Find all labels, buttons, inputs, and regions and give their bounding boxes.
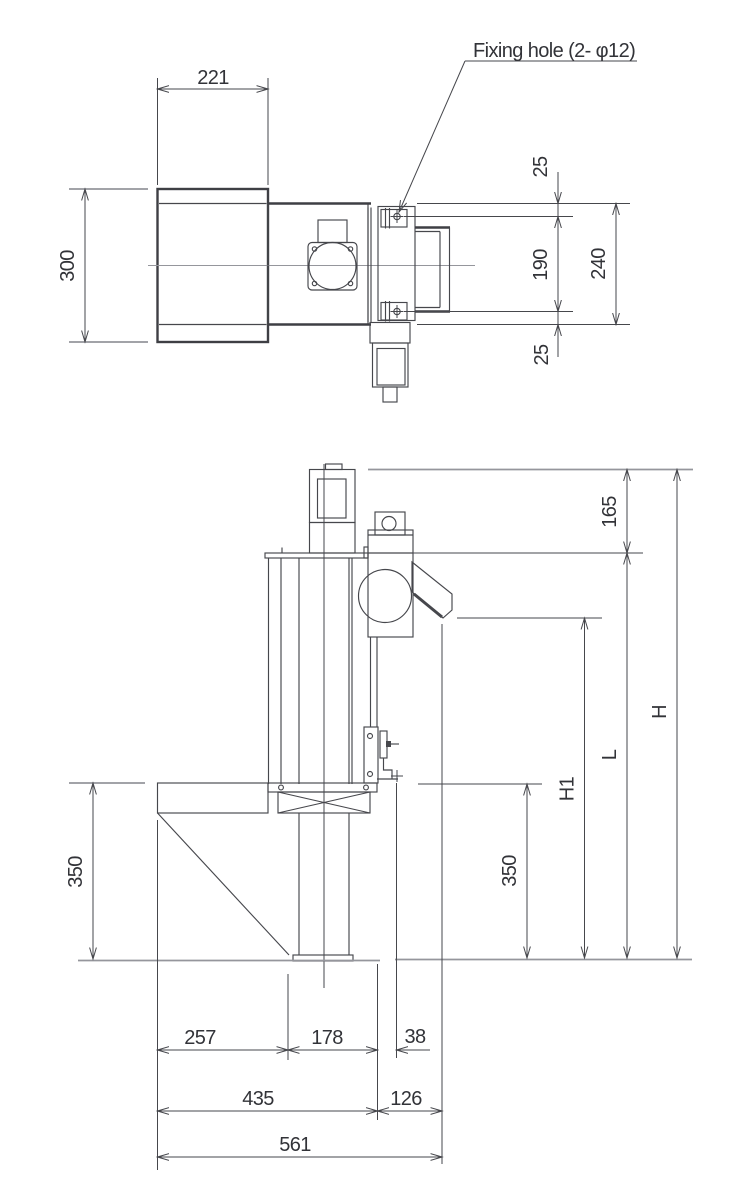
dim-label-257: 257 bbox=[184, 1027, 216, 1049]
mount-plate bbox=[367, 205, 416, 322]
dim-H1: H1 bbox=[557, 618, 585, 958]
eyebolt-icon bbox=[381, 515, 397, 532]
blower-unit-plan bbox=[369, 321, 411, 403]
dim-label-190: 190 bbox=[530, 249, 552, 281]
dim-38: 38 bbox=[397, 1026, 430, 1050]
discharge-head bbox=[357, 511, 414, 638]
diagonal-brace bbox=[157, 812, 290, 956]
dim-label-L: L bbox=[599, 749, 621, 760]
bolt-icon bbox=[386, 741, 391, 747]
strip-bolt-icon bbox=[278, 784, 284, 791]
dim-561: 561 bbox=[158, 1134, 443, 1157]
top-view: Fixing hole (2- φ12) bbox=[57, 40, 637, 403]
bracket-hole-icon bbox=[366, 732, 374, 740]
dim-label-H: H bbox=[649, 705, 671, 719]
dim-label-25-top: 25 bbox=[530, 156, 552, 178]
fixing-hole-label: Fixing hole (2- φ12) bbox=[473, 40, 635, 62]
dim-label-178: 178 bbox=[311, 1027, 343, 1049]
bracket-hole-icon bbox=[366, 770, 374, 778]
sensor-bracket bbox=[363, 726, 403, 784]
dim-H: H bbox=[649, 470, 677, 959]
dim-126: 126 bbox=[378, 1088, 443, 1111]
dim-25-top: 25 bbox=[530, 156, 558, 217]
dim-label-25-bottom: 25 bbox=[531, 344, 553, 366]
shelf bbox=[156, 782, 269, 814]
front-view-extension-lines bbox=[69, 468, 693, 1170]
dim-165: 165 bbox=[599, 470, 627, 554]
dim-350-right: 350 bbox=[499, 784, 527, 958]
dim-label-300: 300 bbox=[57, 250, 79, 282]
dim-label-126: 126 bbox=[390, 1088, 422, 1110]
ground-line bbox=[78, 958, 692, 962]
dim-300: 300 bbox=[57, 189, 148, 342]
blower-circle bbox=[357, 568, 413, 624]
hopper-inner-lines bbox=[159, 202, 267, 326]
rails bbox=[415, 226, 451, 313]
front-view: 165 L H H1 350 350 257 178 bbox=[65, 463, 693, 1170]
dim-435: 435 bbox=[158, 1088, 378, 1111]
dim-221: 221 bbox=[158, 67, 269, 185]
column-lines bbox=[267, 558, 353, 784]
callout-leader-line bbox=[399, 60, 466, 212]
dim-label-561: 561 bbox=[279, 1134, 311, 1156]
top-view-extension-lines bbox=[404, 203, 630, 325]
dim-350-left: 350 bbox=[65, 783, 93, 959]
dim-label-350-left: 350 bbox=[65, 856, 87, 888]
down-tube bbox=[369, 637, 378, 727]
flange-bolt-icon bbox=[311, 280, 318, 287]
dim-label-435: 435 bbox=[242, 1088, 274, 1110]
flange-bolt-icon bbox=[347, 246, 354, 252]
fixing-hole-tab-top bbox=[380, 208, 408, 229]
dim-label-H1: H1 bbox=[557, 776, 579, 801]
flange-bolt-icon bbox=[311, 246, 318, 252]
dim-label-221: 221 bbox=[197, 67, 229, 89]
fixing-hole-callout: Fixing hole (2- φ12) bbox=[399, 40, 637, 212]
flange-bolt-icon bbox=[347, 280, 354, 287]
cross-box bbox=[277, 791, 371, 814]
fixing-hole-tab-bottom bbox=[380, 301, 408, 322]
mount-strip bbox=[267, 782, 378, 793]
dim-257: 257 bbox=[158, 1027, 289, 1050]
dim-L: L bbox=[599, 553, 627, 958]
dim-190: 190 bbox=[530, 217, 558, 312]
dim-240: 240 bbox=[588, 204, 616, 325]
discharge-chute bbox=[411, 560, 453, 619]
dim-178: 178 bbox=[288, 1027, 378, 1050]
dim-label-350-right: 350 bbox=[499, 855, 521, 887]
motor-plan bbox=[307, 219, 358, 291]
strip-bolt-icon bbox=[363, 784, 369, 791]
dim-label-38: 38 bbox=[404, 1026, 426, 1048]
dim-25-bottom: 25 bbox=[531, 311, 558, 366]
dim-label-165: 165 bbox=[599, 496, 621, 528]
top-plate bbox=[264, 552, 369, 559]
motor-front bbox=[308, 463, 356, 554]
dim-label-240: 240 bbox=[588, 248, 610, 280]
stand-assembly bbox=[156, 782, 378, 962]
